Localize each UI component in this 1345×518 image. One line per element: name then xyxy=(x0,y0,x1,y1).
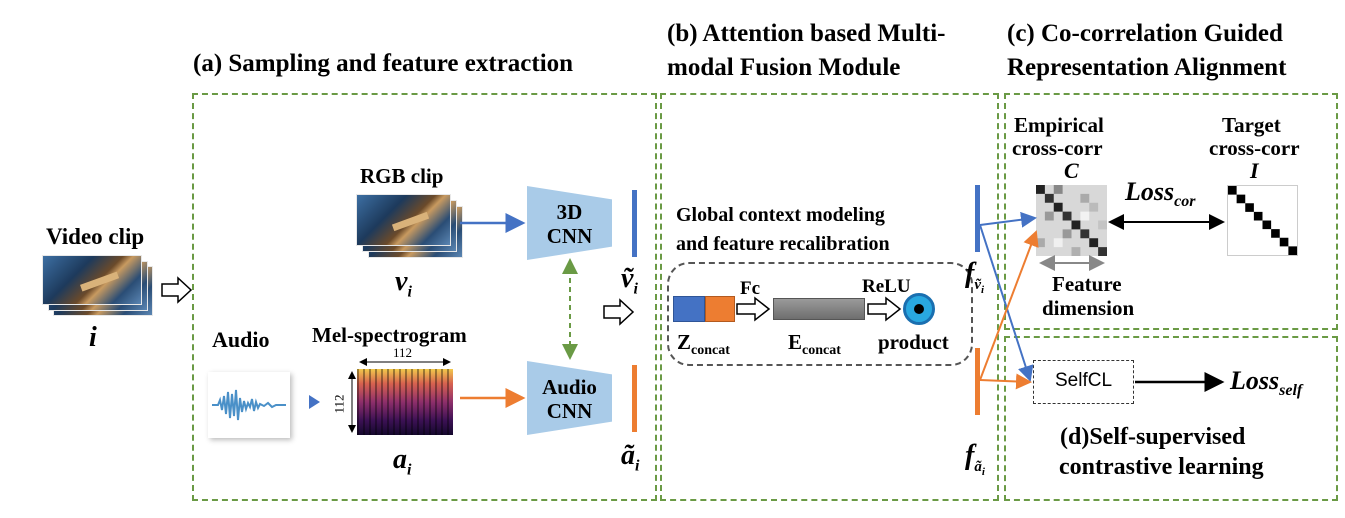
panel-d-title-line1: (d)Self-supervised xyxy=(1060,424,1246,450)
empirical-matrix xyxy=(1036,185,1107,256)
audio-feature-bar xyxy=(632,365,637,432)
video-symbol: i xyxy=(89,322,97,353)
rgb-clip-label: RGB clip xyxy=(360,164,444,188)
empirical-symbol: C xyxy=(1064,158,1079,183)
cnn-audio-label-2: CNN xyxy=(546,399,593,423)
target-symbol: I xyxy=(1250,158,1259,183)
feature-dim-label-2: dimension xyxy=(1042,296,1135,320)
loss-self-label: Lossself xyxy=(1230,366,1303,400)
z-concat-label: Zconcat xyxy=(677,330,730,359)
audio-waveform xyxy=(208,372,290,438)
loss-cor-label: Losscor xyxy=(1125,177,1196,211)
z-concat-audio-block xyxy=(705,296,735,322)
rgb-symbol: vi xyxy=(395,266,412,301)
panel-c xyxy=(1004,93,1338,330)
target-label-1: Target xyxy=(1222,113,1281,137)
fa-to-corr-arrow xyxy=(979,230,1039,381)
cnn-audio: Audio CNN xyxy=(527,361,612,435)
e-concat-block xyxy=(773,298,865,320)
empirical-label-1: Empirical xyxy=(1014,113,1104,137)
panel-d-title-line2: contrastive learning xyxy=(1059,454,1264,480)
empirical-label-2: cross-corr xyxy=(1012,136,1103,160)
mel-dim-top: 112 xyxy=(393,345,413,360)
panel-a-title: (a) Sampling and feature extraction xyxy=(193,50,574,77)
audio-symbol: ai xyxy=(393,444,412,479)
panel-b xyxy=(660,93,999,501)
fused-audio-bar xyxy=(975,348,980,415)
fc-label: Fc xyxy=(740,278,761,299)
feature-dim-label-1: Feature xyxy=(1052,272,1122,296)
f-a-symbol: fãi xyxy=(965,440,985,478)
mel-label: Mel-spectrogram xyxy=(312,323,467,347)
audio-label: Audio xyxy=(212,327,270,352)
fv-to-selfcl-arrow xyxy=(979,224,1034,382)
target-label-2: cross-corr xyxy=(1209,136,1300,160)
video-feature-bar xyxy=(632,190,637,257)
a-tilde-symbol: ãi xyxy=(621,440,640,475)
product-icon xyxy=(903,293,935,325)
relu-label: ReLU xyxy=(862,276,911,297)
cnn-audio-label-1: Audio xyxy=(542,375,597,399)
target-matrix xyxy=(1227,185,1298,256)
panel-b-title-line2: modal Fusion Module xyxy=(667,54,901,81)
panel-c-title-line1: (c) Co-correlation Guided xyxy=(1007,20,1283,47)
panel-a xyxy=(192,93,657,501)
f-v-symbol: fṽi xyxy=(965,258,985,296)
cnn-3d-label-1: 3D xyxy=(556,200,583,224)
fv-to-corr-arrow xyxy=(979,211,1037,228)
panel-b-title-line1: (b) Attention based Multi- xyxy=(667,20,946,47)
v-tilde-symbol: ṽi xyxy=(621,263,638,298)
fusion-dashed-box xyxy=(667,262,973,366)
panel-d xyxy=(1004,336,1338,501)
cnn-3d-label-2: CNN xyxy=(546,224,593,248)
video-frame-front xyxy=(42,255,142,305)
rgb-frame-front xyxy=(356,194,451,246)
cnn-3d: 3D CNN xyxy=(527,186,612,260)
panel-c-title-line2: Representation Alignment xyxy=(1007,54,1287,81)
e-concat-label: Econcat xyxy=(788,330,841,359)
fc-hollow-arrow xyxy=(736,296,771,322)
audio-to-mel-arrow xyxy=(309,395,320,409)
fa-to-selfcl-arrow xyxy=(979,373,1032,390)
context-line2: and feature recalibration xyxy=(676,233,890,255)
mel-spectrogram xyxy=(357,369,453,435)
selfcl-box: SelfCL xyxy=(1033,360,1134,404)
input-hollow-arrow xyxy=(161,276,193,304)
fused-video-bar xyxy=(975,185,980,252)
features-hollow-arrow xyxy=(603,298,635,326)
relu-hollow-arrow xyxy=(867,296,902,322)
product-label: product xyxy=(878,330,949,354)
context-line1: Global context modeling xyxy=(676,204,885,226)
z-concat-video-block xyxy=(673,296,705,322)
video-clip-label: Video clip xyxy=(46,224,145,249)
